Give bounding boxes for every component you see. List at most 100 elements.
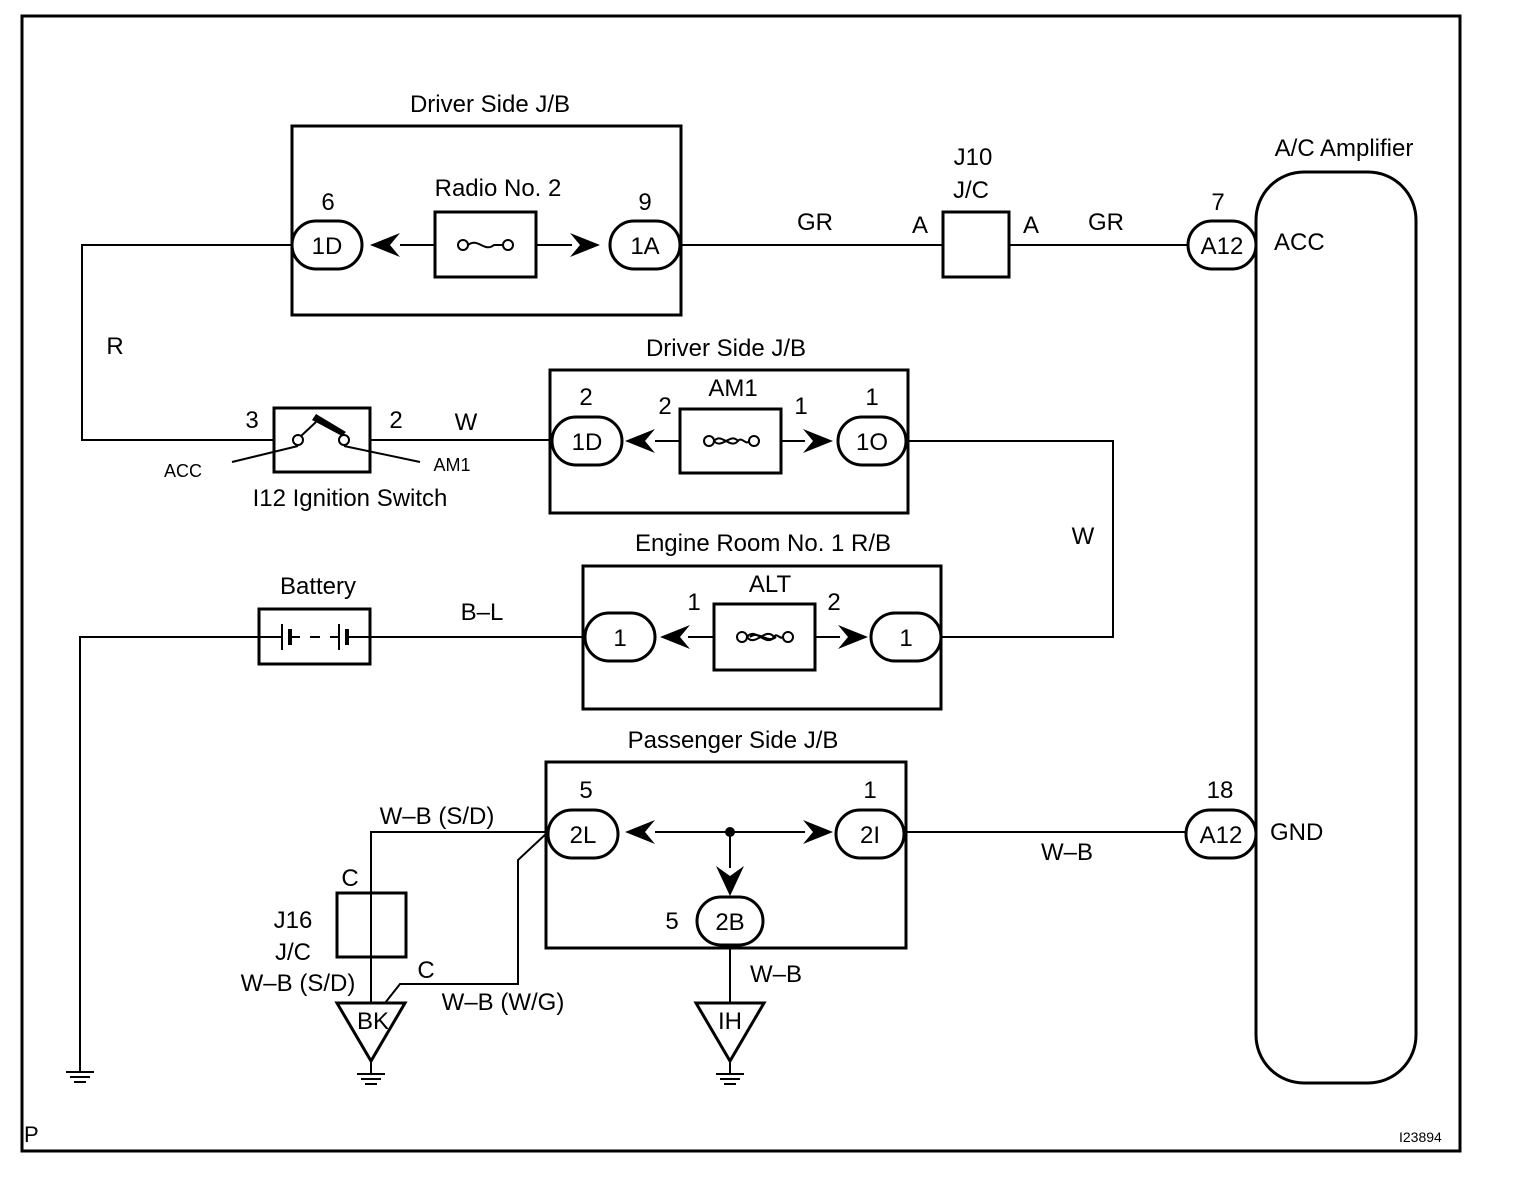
connector-label: A12: [1200, 822, 1243, 849]
pin-num: 6: [321, 189, 334, 216]
alt-fuse-label: ALT: [749, 571, 792, 598]
j10-pin: A: [1023, 212, 1039, 239]
wire-wb-sd: [370, 831, 548, 1003]
ground-icon: [357, 1073, 385, 1085]
arrow-icon: [625, 429, 655, 453]
wire-label: W–B (W/G): [442, 989, 565, 1016]
wire-r: [81, 244, 292, 441]
battery-label: Battery: [280, 573, 356, 600]
j10-junction: J10 J/C A A: [912, 144, 1039, 279]
ground-ih: IH: [693, 1001, 767, 1085]
j16-wire-label: W–B (S/D): [241, 970, 356, 997]
arrow-icon: [370, 233, 400, 257]
pin-num: 2: [579, 384, 592, 411]
j16-pin: C: [417, 957, 434, 984]
j16-box: [335, 891, 408, 959]
battery: Battery: [257, 573, 372, 666]
j10-type: J/C: [953, 177, 989, 204]
driver-jb-top-title: Driver Side J/B: [410, 91, 570, 118]
amplifier-title: A/C Amplifier: [1275, 135, 1414, 162]
wire-label: R: [106, 333, 123, 360]
fuse-icon: [703, 435, 760, 447]
wire-label: B–L: [461, 599, 504, 626]
fuse-icon: [457, 239, 514, 251]
switch-acc-label: ACC: [164, 461, 202, 481]
fuse-pin: 1: [794, 393, 807, 420]
radio-fuse-label: Radio No. 2: [435, 175, 562, 202]
connector-a12-acc: [1186, 219, 1258, 271]
pin-num: 9: [638, 189, 651, 216]
wire-label: W–B: [750, 961, 802, 988]
wire-w: [906, 440, 1114, 638]
wire-label: W: [1072, 523, 1095, 550]
wire-wb-wg: [384, 831, 549, 1004]
wire-ground: [79, 636, 259, 1072]
ignition-switch: 3 2 ACC AM1 I12 Ignition Switch: [164, 406, 471, 512]
arrow-icon: [716, 866, 744, 896]
wire-label: W–B (S/D): [380, 803, 495, 830]
ground-bk: BK: [334, 1001, 408, 1085]
passenger-side-jb: Passenger Side J/B 5 2L 1 2I 5 2B: [544, 727, 908, 950]
connector-1d: [550, 415, 624, 467]
driver-jb-mid-title: Driver Side J/B: [646, 335, 806, 362]
connector-label: 1A: [630, 233, 659, 260]
connector-label: 2L: [570, 822, 597, 849]
ground-connector-icon: [693, 1001, 767, 1064]
pin-num: 1: [863, 777, 876, 804]
radio-fuse-box: [433, 210, 538, 279]
connector-label: 1O: [856, 429, 888, 456]
ground-label: BK: [357, 1008, 389, 1035]
j16-pin: C: [341, 865, 358, 892]
arrow-icon: [838, 625, 868, 649]
pin-num: 1: [865, 384, 878, 411]
arrow-icon: [803, 429, 833, 453]
connector-1: [869, 611, 943, 663]
switch-pin: 2: [389, 407, 402, 434]
connector-1a: [608, 219, 682, 271]
driver-side-jb-top: Driver Side J/B Radio No. 2 6 1D 9 1A: [290, 91, 683, 317]
passenger-jb-title: Passenger Side J/B: [628, 727, 839, 754]
amplifier-box: [1254, 170, 1418, 1085]
ac-amplifier: A/C Amplifier 7 A12 ACC 18 A12 GND: [1184, 135, 1418, 1085]
acc-label: ACC: [1274, 229, 1325, 256]
arrow-icon: [660, 625, 690, 649]
arrow-icon: [803, 820, 833, 844]
connector-a12-gnd: [1184, 808, 1258, 860]
page-marker: P: [24, 1122, 39, 1147]
am1-fuse-label: AM1: [708, 375, 757, 402]
wire-label: W–B: [1041, 839, 1093, 866]
connector-label: 2I: [860, 822, 880, 849]
figure-id: I23894: [1399, 1129, 1442, 1145]
am1-fuse-box: [678, 407, 783, 475]
connector-label: A12: [1201, 233, 1244, 260]
switch-pin: 3: [245, 407, 258, 434]
fuse-pin: 2: [827, 589, 840, 616]
wire-label: GR: [1088, 209, 1124, 236]
ground-connector-icon: [334, 1001, 408, 1064]
driver-jb-top-box: [290, 124, 683, 317]
arrow-icon: [570, 233, 600, 257]
connector-2i: [834, 808, 906, 860]
junction-dot: [725, 827, 735, 837]
connector-label: 1D: [572, 429, 603, 456]
wire-label: GR: [797, 209, 833, 236]
diagram-frame: [20, 14, 1462, 1153]
connector-label: 1: [899, 625, 912, 652]
j16-name: J16: [274, 907, 313, 934]
battery-icon: [259, 624, 370, 650]
driver-side-jb-mid: Driver Side J/B AM1 2 1 2 1D 1 1O: [548, 335, 910, 515]
j10-pin: A: [912, 212, 928, 239]
connector-label: 2B: [715, 909, 744, 936]
connector-label: 1D: [312, 233, 343, 260]
ground-icon: [66, 1071, 94, 1083]
wire-label: W: [455, 409, 478, 436]
gnd-label: GND: [1270, 819, 1323, 846]
switch-am1-label: AM1: [433, 455, 470, 475]
passenger-jb-box: [544, 760, 908, 950]
j16-type: J/C: [275, 939, 311, 966]
pin-num: 18: [1207, 777, 1234, 804]
ground-icon: [716, 1073, 744, 1085]
pin-num: 7: [1211, 189, 1224, 216]
pin-num: 5: [665, 908, 678, 935]
